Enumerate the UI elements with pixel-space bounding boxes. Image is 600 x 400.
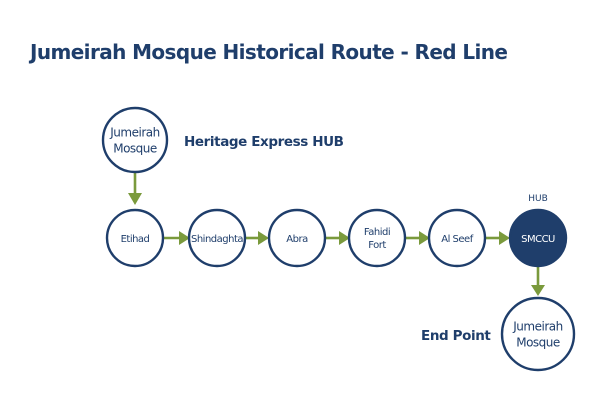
end-caption: End Point	[421, 328, 491, 344]
stop-shindaghta-label: Shindaghta	[191, 234, 243, 245]
stop-al-seef-label: Al Seef	[441, 234, 473, 245]
stop-fahidi-fort-label-line2: Fort	[368, 240, 386, 251]
arrow-start-to-etihad	[128, 172, 142, 205]
stop-smccu-hub: SMCCU	[508, 208, 568, 268]
end-node-label-line2: Mosque	[516, 336, 560, 350]
stop-etihad-label: Etihad	[121, 234, 150, 245]
arrow-abra-to-fahidi-fort	[325, 231, 350, 245]
page-title: Jumeirah Mosque Historical Route - Red L…	[30, 40, 508, 64]
end-node-label-line1: Jumeirah	[512, 320, 562, 334]
arrow-shindaghta-to-abra	[245, 231, 269, 245]
arrow-al-seef-to-smccu	[485, 231, 510, 245]
stop-abra: Abra	[267, 208, 327, 268]
stop-fahidi-fort: Fahidi Fort	[347, 208, 407, 268]
arrow-etihad-to-shindaghta	[164, 231, 190, 245]
stop-shindaghta: Shindaghta	[187, 208, 247, 268]
start-node-label-line1: Jumeirah	[109, 126, 159, 140]
start-node-label-line2: Mosque	[113, 142, 157, 156]
start-caption: Heritage Express HUB	[184, 134, 344, 150]
stop-fahidi-fort-label-line1: Fahidi	[364, 227, 390, 238]
stop-abra-label: Abra	[286, 234, 308, 245]
stop-smccu-label: SMCCU	[521, 234, 555, 245]
route-arrows	[128, 172, 545, 296]
stop-al-seef: Al Seef	[427, 208, 487, 268]
arrow-fahidi-fort-to-al-seef	[405, 231, 430, 245]
end-node: Jumeirah Mosque	[500, 296, 576, 372]
hub-tag: HUB	[528, 194, 548, 204]
start-node: Jumeirah Mosque	[101, 106, 169, 174]
stop-etihad: Etihad	[105, 208, 165, 268]
arrow-smccu-to-end	[531, 266, 545, 296]
